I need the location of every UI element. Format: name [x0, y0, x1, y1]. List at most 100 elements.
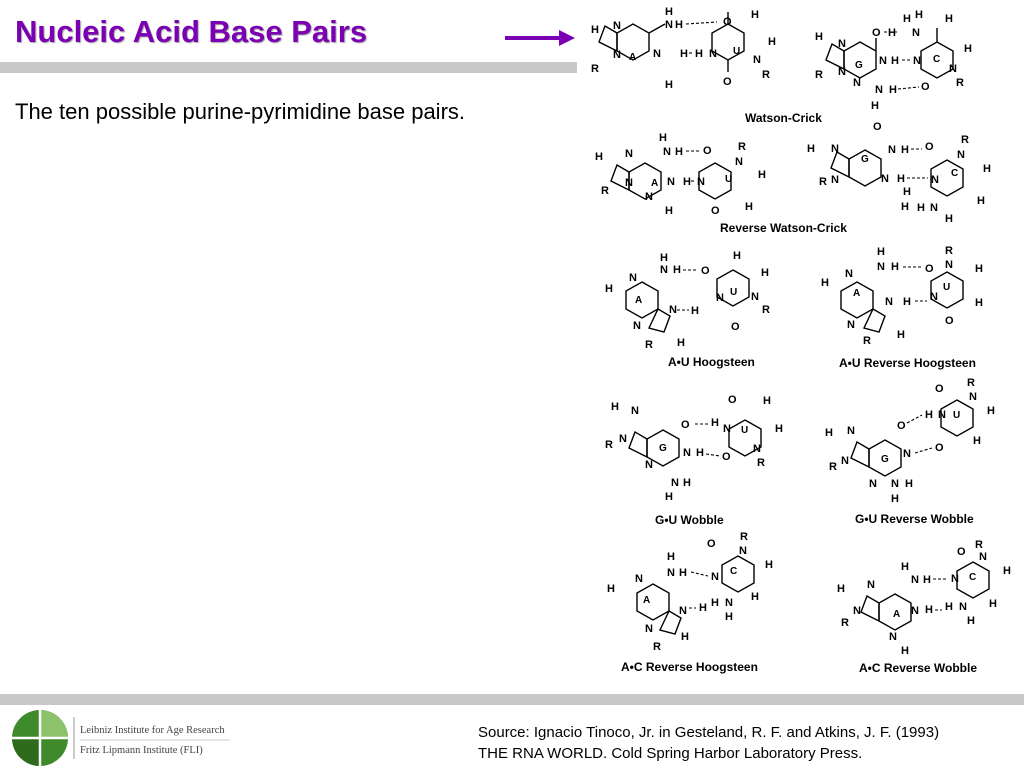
- svg-text:R: R: [645, 339, 653, 351]
- svg-text:H: H: [765, 559, 773, 571]
- svg-text:H: H: [967, 615, 975, 627]
- svg-text:O: O: [681, 419, 690, 431]
- svg-text:O: O: [872, 27, 881, 39]
- svg-text:O: O: [925, 141, 934, 153]
- svg-text:H: H: [595, 151, 603, 163]
- svg-text:N: N: [711, 571, 719, 583]
- svg-text:H: H: [673, 264, 681, 276]
- svg-text:H: H: [696, 447, 704, 459]
- svg-text:H: H: [825, 427, 833, 439]
- svg-text:H: H: [775, 423, 783, 435]
- logo-text-line2: Fritz Lipmann Institute (FLI): [80, 745, 203, 756]
- svg-text:R: R: [829, 461, 837, 473]
- svg-text:H: H: [975, 263, 983, 275]
- base-pair-au-reverse-watson-crick: HN HN HN RN HN HO RN HH NO A U: [595, 132, 766, 217]
- svg-text:N: N: [667, 176, 675, 188]
- svg-text:N: N: [847, 319, 855, 331]
- svg-text:N: N: [683, 447, 691, 459]
- svg-text:N: N: [838, 66, 846, 78]
- base-label: A: [635, 295, 642, 306]
- svg-text:H: H: [683, 176, 691, 188]
- svg-text:N: N: [853, 605, 861, 617]
- svg-text:H: H: [733, 250, 741, 262]
- svg-text:H: H: [763, 395, 771, 407]
- svg-text:H: H: [973, 435, 981, 447]
- svg-text:R: R: [762, 304, 770, 316]
- svg-text:O: O: [722, 451, 731, 463]
- svg-text:N: N: [613, 20, 621, 32]
- svg-text:H: H: [605, 283, 613, 295]
- svg-text:N: N: [913, 55, 921, 67]
- svg-text:N: N: [847, 425, 855, 437]
- svg-text:O: O: [897, 420, 906, 432]
- svg-text:H: H: [680, 48, 688, 60]
- svg-text:O: O: [935, 442, 944, 454]
- svg-text:N: N: [660, 264, 668, 276]
- base-label: A: [853, 288, 860, 299]
- svg-text:H: H: [745, 201, 753, 213]
- svg-text:N: N: [753, 54, 761, 66]
- svg-text:N: N: [889, 631, 897, 643]
- svg-text:N: N: [938, 409, 946, 421]
- caption-ac-reverse-wobble: A•C Reverse Wobble: [859, 661, 977, 675]
- base-pair-ac-reverse-hoogsteen: HN HN HN RN HH OR NH NH NH H A C: [607, 531, 773, 653]
- svg-text:O: O: [731, 321, 740, 333]
- svg-text:H: H: [699, 602, 707, 614]
- svg-text:H: H: [891, 493, 899, 505]
- svg-text:N: N: [930, 291, 938, 303]
- svg-text:R: R: [740, 531, 748, 543]
- svg-text:O: O: [707, 538, 716, 550]
- svg-text:R: R: [591, 63, 599, 75]
- svg-text:N: N: [663, 146, 671, 158]
- svg-text:N: N: [867, 579, 875, 591]
- svg-text:R: R: [841, 617, 849, 629]
- slide-title: Nucleic Acid Base Pairs: [15, 14, 368, 49]
- svg-text:N: N: [635, 573, 643, 585]
- svg-text:H: H: [977, 195, 985, 207]
- svg-text:N: N: [629, 272, 637, 284]
- svg-text:N: N: [881, 173, 889, 185]
- svg-text:O: O: [925, 263, 934, 275]
- svg-text:N: N: [725, 597, 733, 609]
- svg-text:H: H: [923, 574, 931, 586]
- svg-text:R: R: [863, 335, 871, 347]
- svg-text:H: H: [660, 252, 668, 264]
- svg-text:N: N: [619, 433, 627, 445]
- svg-text:H: H: [903, 13, 911, 25]
- svg-text:N: N: [951, 573, 959, 585]
- svg-text:N: N: [645, 191, 653, 203]
- svg-text:H: H: [711, 597, 719, 609]
- base-label: C: [933, 54, 940, 65]
- svg-text:N: N: [969, 391, 977, 403]
- svg-text:N: N: [831, 174, 839, 186]
- svg-text:R: R: [757, 457, 765, 469]
- svg-text:H: H: [611, 401, 619, 413]
- top-divider-bar: [0, 62, 577, 73]
- svg-text:N: N: [911, 574, 919, 586]
- source-line-1: Source: Ignacio Tinoco, Jr. in Gesteland…: [478, 724, 940, 741]
- base-pair-au-watson-crick: HN HN HN RN HH OH HN RO NH A U: [591, 6, 776, 91]
- svg-text:N: N: [631, 405, 639, 417]
- svg-text:H: H: [679, 567, 687, 579]
- svg-text:R: R: [738, 141, 746, 153]
- svg-text:N: N: [667, 567, 675, 579]
- svg-text:R: R: [819, 176, 827, 188]
- svg-text:R: R: [815, 69, 823, 81]
- svg-text:H: H: [821, 277, 829, 289]
- svg-text:N: N: [841, 455, 849, 467]
- caption-gu-reverse-wobble: G•U Reverse Wobble: [855, 512, 974, 526]
- svg-text:H: H: [683, 477, 691, 489]
- svg-text:H: H: [897, 173, 905, 185]
- svg-text:R: R: [601, 185, 609, 197]
- svg-text:H: H: [905, 478, 913, 490]
- svg-text:H: H: [591, 24, 599, 36]
- slide-subtitle: The ten possible purine-pyrimidine base …: [15, 99, 466, 124]
- svg-text:H: H: [871, 100, 879, 112]
- svg-text:O: O: [723, 16, 732, 28]
- svg-text:N: N: [888, 144, 896, 156]
